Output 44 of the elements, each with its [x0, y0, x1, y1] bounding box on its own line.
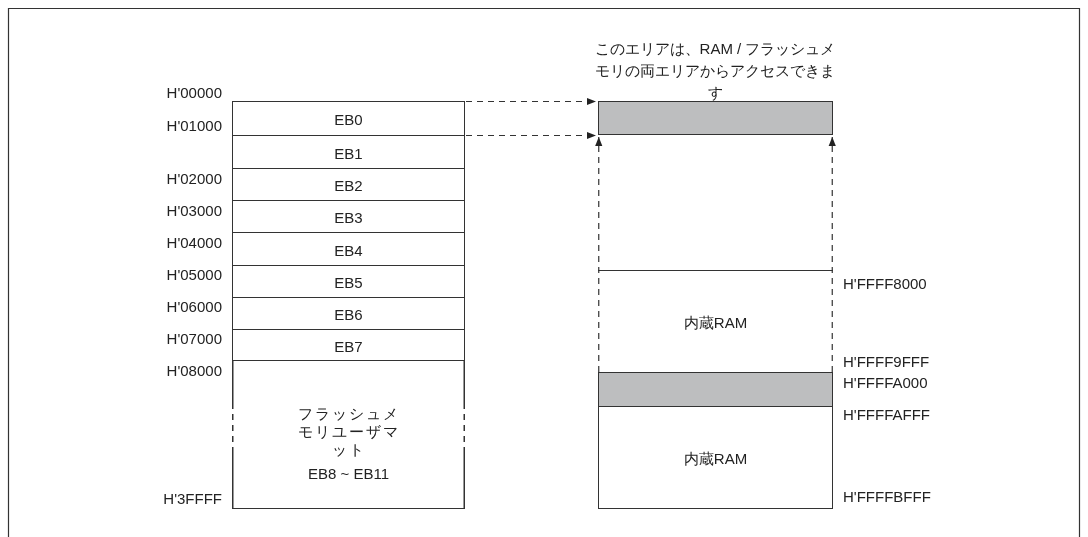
address-label: H'01000	[166, 117, 222, 135]
memory-block	[232, 361, 465, 509]
dashed-arrow	[595, 136, 603, 373]
address-label: H'08000	[166, 362, 222, 380]
note-text: このエリアは、RAM / フラッシュメモリの両エリアからアクセスできます	[593, 39, 837, 103]
address-label: H'02000	[166, 170, 222, 188]
block-label: EB7	[333, 338, 364, 356]
block-label: 内蔵RAM	[682, 314, 749, 332]
memory-block	[232, 135, 465, 168]
dashed-arrow	[828, 136, 836, 373]
block-label: EB0	[333, 111, 364, 129]
address-label: H'FFFF9FFF	[843, 353, 930, 371]
address-label: H'07000	[166, 330, 222, 348]
memory-block	[232, 329, 465, 361]
block-label: EB6	[333, 306, 364, 324]
block-label: EB5	[333, 274, 364, 292]
address-label: H'FFFF8000	[843, 275, 927, 293]
address-label: H'FFFFA000	[843, 374, 928, 392]
dashed-arrow	[465, 97, 597, 106]
block-label: 内蔵RAM	[682, 450, 749, 468]
address-label: H'FFFFAFFF	[843, 406, 930, 424]
address-label: H'3FFFF	[163, 490, 222, 508]
block-label: EB4	[333, 241, 364, 260]
address-label: H'00000	[166, 84, 222, 102]
address-label: H'04000	[166, 234, 222, 252]
block-label: EB2	[333, 177, 364, 195]
shaded-block	[598, 101, 833, 135]
block-label: EB3	[333, 209, 364, 227]
memory-block	[598, 407, 833, 509]
shaded-block	[598, 372, 833, 407]
address-label: H'06000	[166, 298, 222, 316]
memory-block	[232, 297, 465, 329]
block-label: EB1	[333, 144, 364, 163]
address-label: H'03000	[166, 202, 222, 220]
address-label: H'FFFFBFFF	[843, 488, 931, 506]
dashed-arrow	[465, 131, 597, 140]
memory-block	[232, 200, 465, 232]
memory-block	[232, 101, 465, 135]
memory-block	[232, 265, 465, 297]
address-label: H'05000	[166, 266, 222, 284]
memory-block	[232, 232, 465, 265]
memory-block	[232, 168, 465, 200]
block-label: EB8 ~ EB11	[307, 465, 390, 483]
block-title: フラッシュメモリユーザマット	[296, 405, 401, 459]
